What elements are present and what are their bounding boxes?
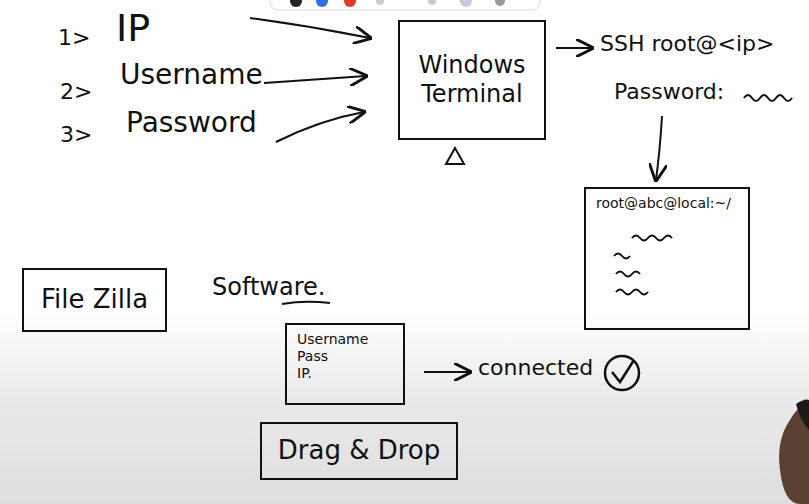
node-text: Username	[297, 331, 393, 348]
action-box: Drag & Drop	[260, 422, 458, 480]
underline	[282, 302, 330, 304]
arrow	[656, 116, 662, 180]
list-item: Username	[120, 60, 263, 91]
terminal-app-box: Windows Terminal	[398, 20, 546, 140]
arrow	[264, 76, 366, 83]
list-number: 2>	[60, 80, 92, 104]
password-squiggle	[744, 95, 792, 101]
arrow	[424, 371, 470, 373]
terminal-output-squiggles	[614, 236, 672, 295]
arrow	[276, 112, 364, 142]
node-text: IP.	[297, 365, 393, 382]
list-number: 1>	[58, 26, 90, 50]
command-text: SSH root@<ip>	[600, 32, 775, 56]
node-text: Pass	[297, 348, 393, 365]
triangle-mark	[446, 148, 464, 164]
node-text: Windows Terminal	[410, 51, 534, 109]
arrow	[250, 18, 370, 38]
terminal-window-box: root@abc@local:~/	[584, 187, 750, 330]
list-number: 3>	[60, 123, 92, 147]
login-form-box: UsernamePassIP.	[285, 323, 405, 405]
prompt-text: Password:	[614, 80, 724, 104]
toolbar-hint	[270, 0, 540, 10]
node-text: root@abc@local:~/	[596, 195, 738, 212]
list-item: Password	[126, 108, 257, 139]
check-circle	[605, 356, 639, 390]
list-item: IP	[116, 8, 150, 50]
arrow	[556, 47, 592, 49]
software-box: File Zilla	[22, 268, 167, 332]
node-text: Drag & Drop	[272, 435, 446, 466]
node-text: File Zilla	[34, 284, 155, 315]
presenter-corner	[779, 400, 809, 504]
note-text: Software.	[212, 274, 325, 300]
status-text: connected	[478, 356, 593, 380]
